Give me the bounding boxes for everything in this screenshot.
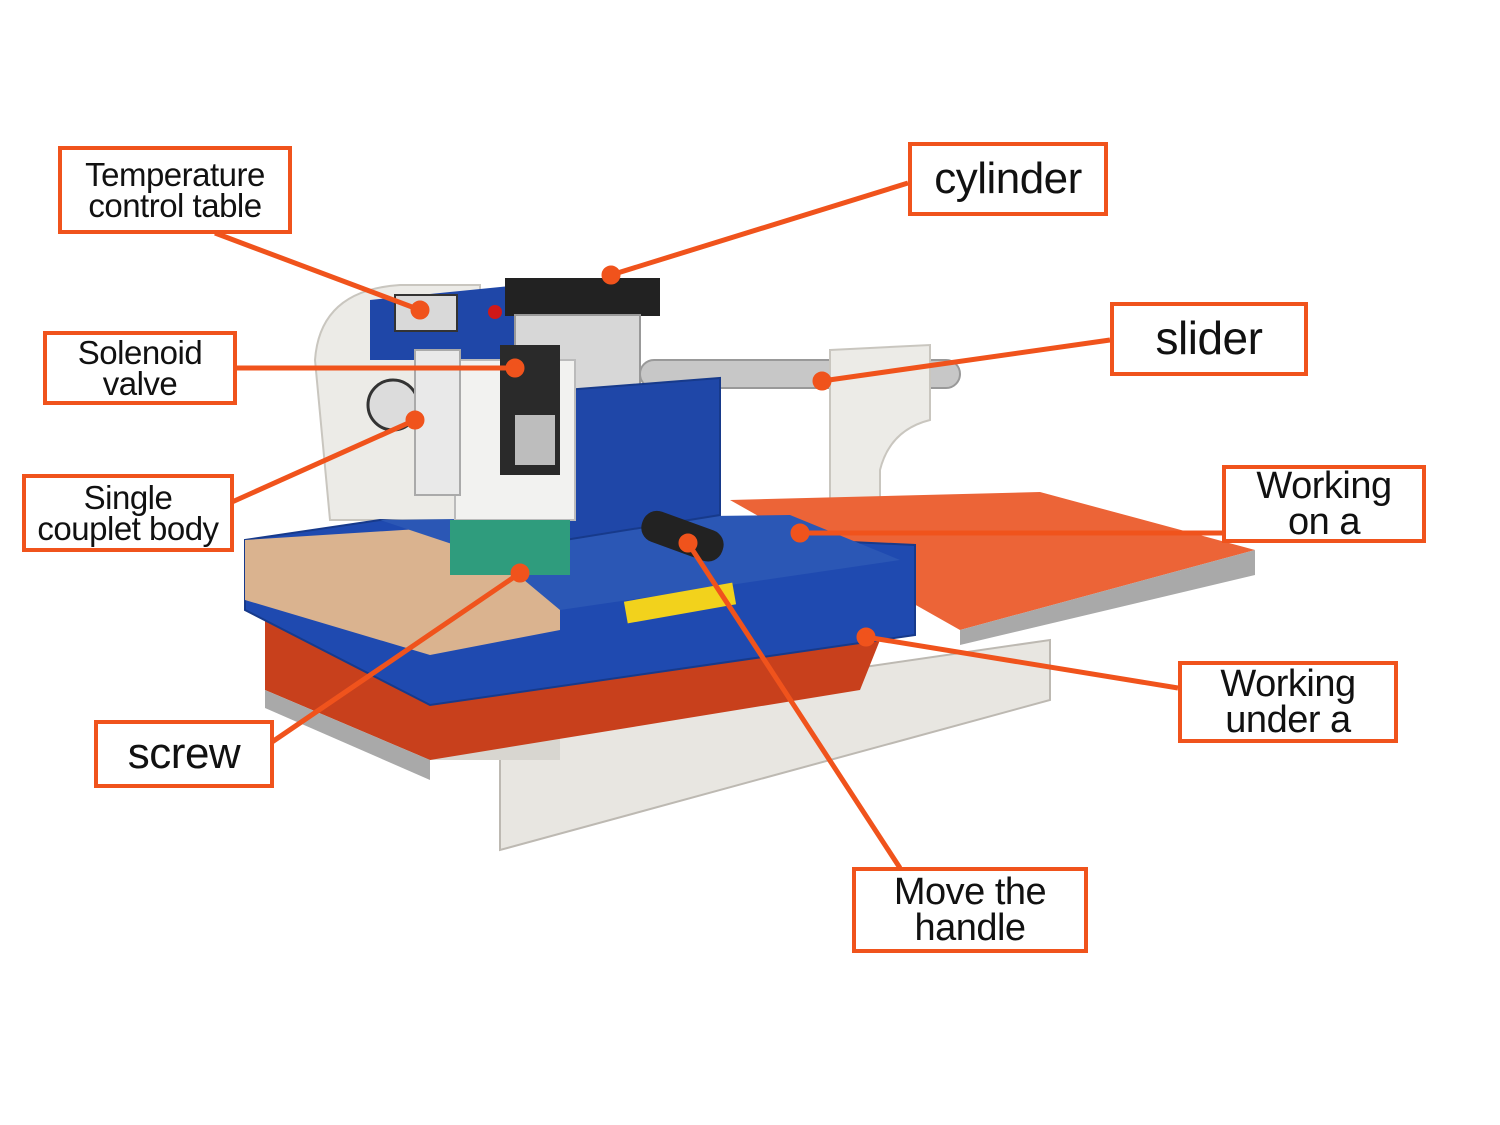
label-temperature-control-table: Temperature control table — [58, 146, 292, 234]
label-move-the-handle: Move the handle — [852, 867, 1088, 953]
label-working-on-a: Working on a — [1222, 465, 1426, 543]
leader-slider — [821, 337, 1111, 384]
label-cylinder: cylinder — [908, 142, 1108, 216]
leader-temperature — [214, 230, 421, 313]
label-slider: slider — [1110, 302, 1308, 376]
label-screw: screw — [94, 720, 274, 788]
leader-lines — [214, 180, 1222, 870]
label-working-under-a: Working under a — [1178, 661, 1398, 743]
label-single-couplet-body: Single couplet body — [22, 474, 234, 552]
leader-move-handle — [685, 541, 903, 870]
label-solenoid-valve: Solenoid valve — [43, 331, 237, 405]
heat-press-machine-illustration — [244, 278, 1255, 852]
leader-single-couplet — [230, 417, 417, 505]
leader-working-under — [865, 634, 1179, 691]
leader-screw — [270, 570, 522, 745]
leader-cylinder — [610, 180, 909, 278]
